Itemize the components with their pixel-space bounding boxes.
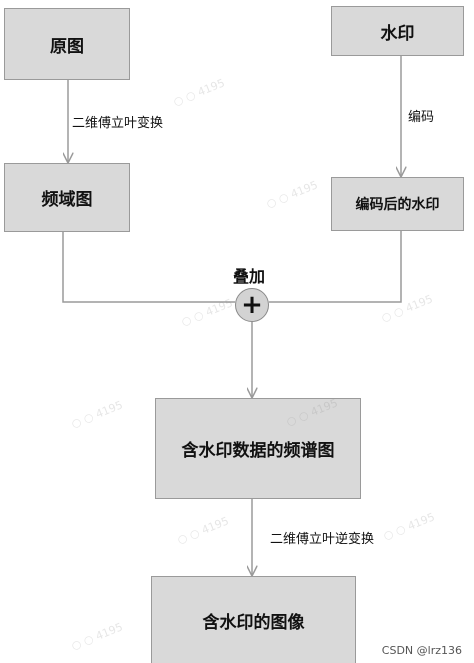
label-ifft: 二维傅立叶逆变换 xyxy=(270,532,375,547)
node-watermark: 水印 xyxy=(331,6,464,56)
label-encode: 编码 xyxy=(408,110,435,125)
label-sum: 叠加 xyxy=(233,267,266,286)
csdn-credit: CSDN @lrz136 xyxy=(381,644,462,657)
line-encoded-to-sum xyxy=(269,230,402,303)
label-fft: 二维傅立叶变换 xyxy=(72,116,164,131)
plus-icon: + xyxy=(235,288,269,322)
node-frequency-domain: 频域图 xyxy=(4,163,130,232)
line-freq-to-sum xyxy=(62,231,235,303)
node-original-image: 原图 xyxy=(4,8,130,80)
node-watermarked-spectrum: 含水印数据的频谱图 xyxy=(155,398,361,499)
node-encoded-watermark: 编码后的水印 xyxy=(331,177,464,231)
node-watermarked-image: 含水印的图像 xyxy=(151,576,356,663)
